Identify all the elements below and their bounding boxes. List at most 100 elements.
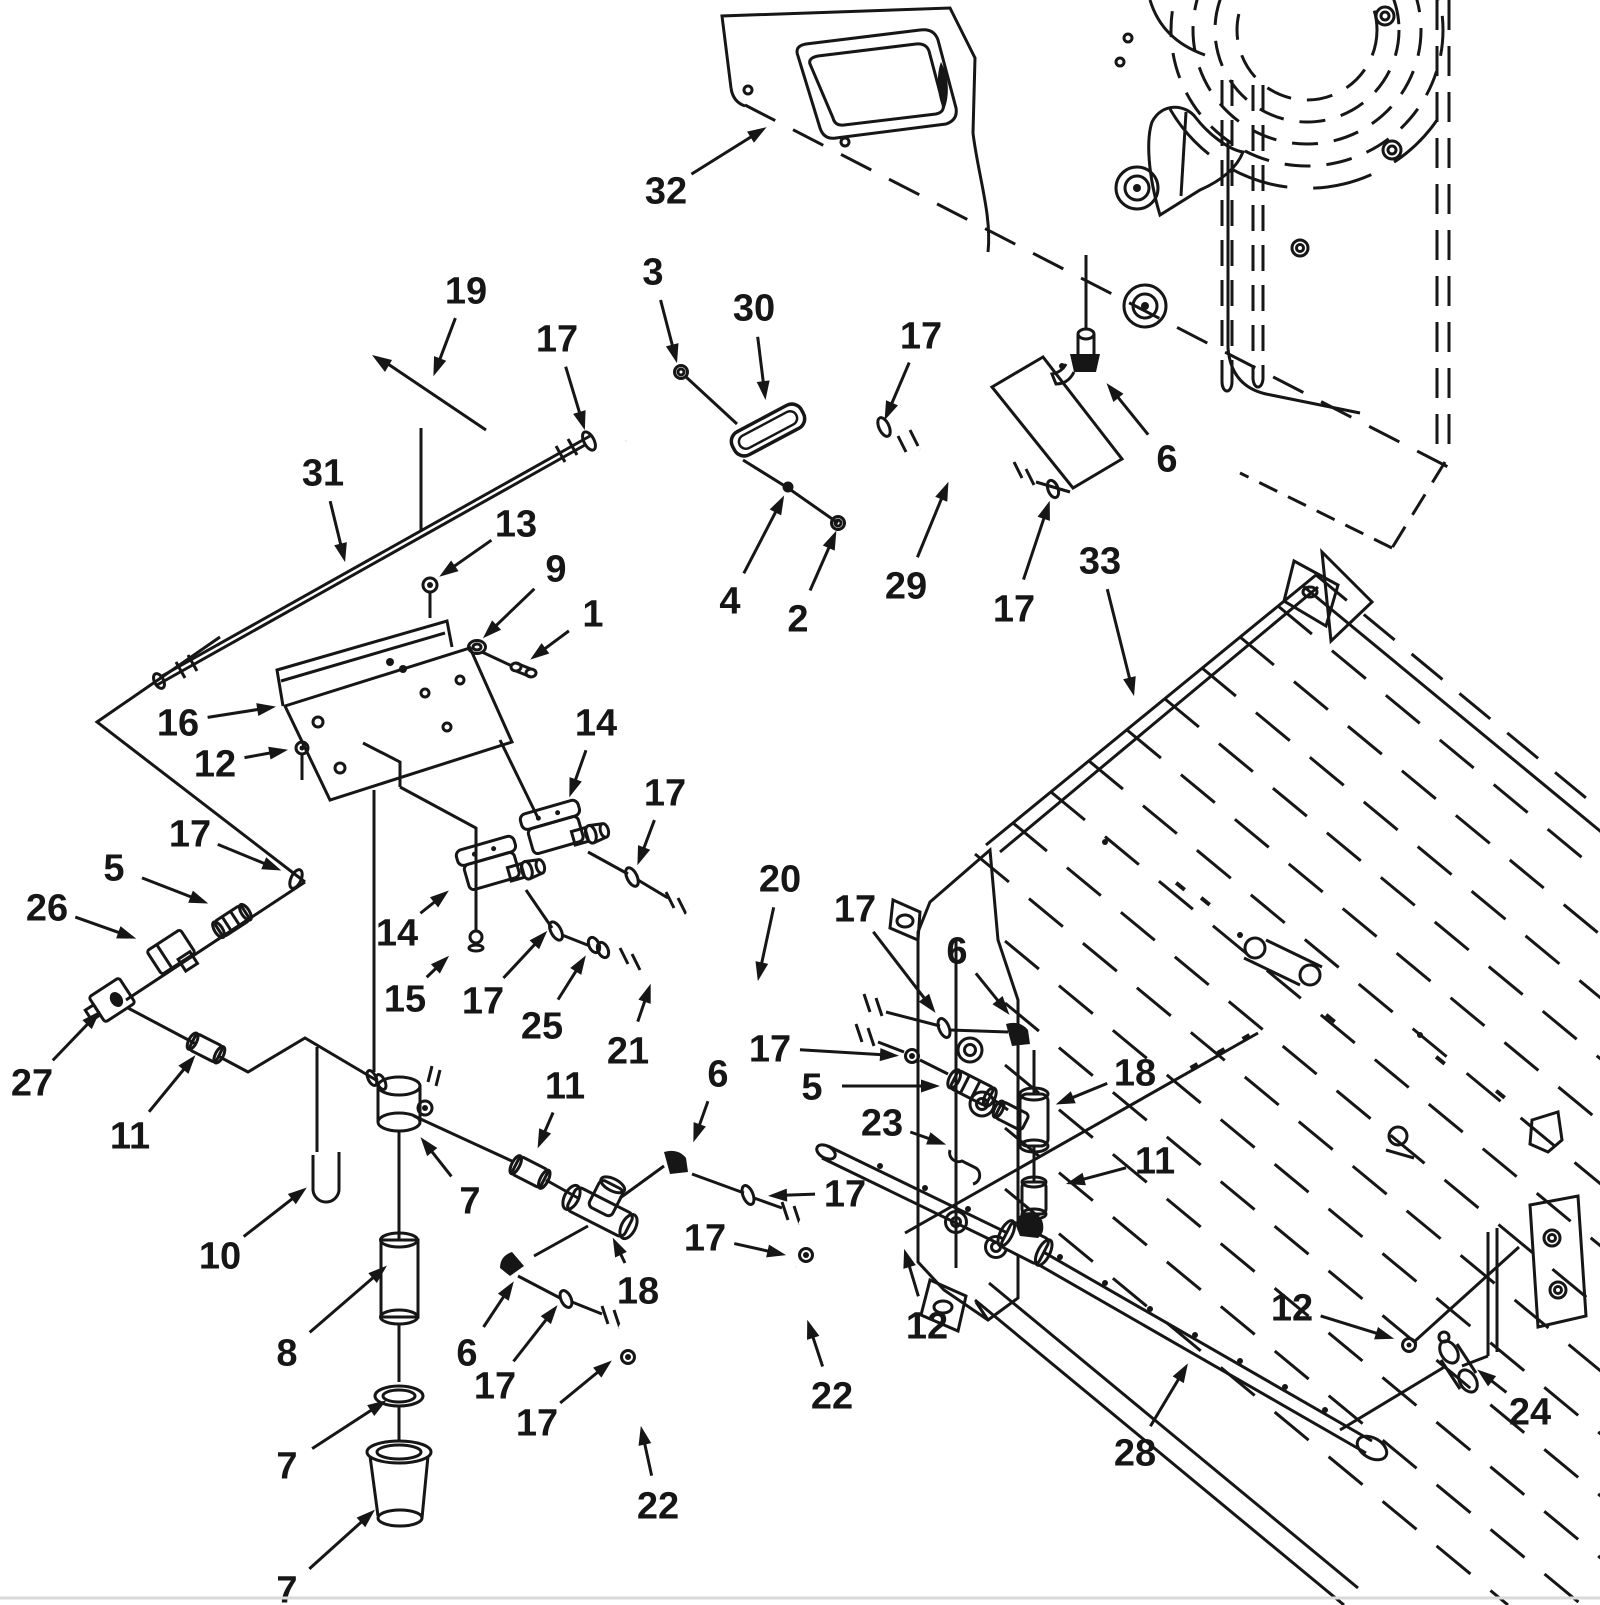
callout-22-45: 22 <box>811 1376 853 1418</box>
callout-27-31: 27 <box>11 1063 53 1105</box>
callout-3-2: 3 <box>642 252 663 294</box>
grommet <box>1122 283 1168 329</box>
callout-4-11: 4 <box>719 581 740 623</box>
callout-14-18: 14 <box>575 703 617 745</box>
callout-17-49: 17 <box>474 1366 516 1408</box>
callout-22-52: 22 <box>637 1486 679 1528</box>
leader-line <box>564 366 583 420</box>
leader-arrowhead <box>287 1187 307 1205</box>
leader-line <box>482 1290 509 1328</box>
callout-1-10: 1 <box>582 594 603 636</box>
valve-upper <box>518 798 611 856</box>
machine-frame <box>744 0 1451 550</box>
callout-20-24: 20 <box>759 859 801 901</box>
callout-17-14: 17 <box>993 589 1035 631</box>
callout-12-54: 12 <box>1271 1288 1313 1330</box>
callout-8-47: 8 <box>276 1333 297 1375</box>
leader-arrowhead <box>1374 1326 1395 1340</box>
leader-line <box>1066 1081 1108 1102</box>
leader-arrowhead <box>756 380 770 401</box>
callout-16-16: 16 <box>157 703 199 745</box>
access-panel <box>720 6 991 253</box>
leader-arrowhead <box>926 1132 947 1145</box>
leader-line <box>74 915 126 937</box>
leader-arrowhead <box>529 930 548 950</box>
callout-25-27: 25 <box>521 1006 563 1048</box>
hose-21-chain <box>524 889 1009 1186</box>
leader-line <box>311 1405 378 1450</box>
leader-arrowhead <box>188 890 209 904</box>
callout-32-0: 32 <box>645 171 687 213</box>
leader-arrowhead <box>903 1248 916 1269</box>
callout-28-55: 28 <box>1114 1433 1156 1475</box>
leader-line <box>1149 1372 1184 1428</box>
leader-line <box>207 706 265 719</box>
callout-13-8: 13 <box>495 504 537 546</box>
leader-arrowhead <box>497 1281 514 1301</box>
callout-6-41: 6 <box>707 1054 728 1096</box>
leader-line <box>308 1272 379 1334</box>
leader-arrowhead <box>1065 1172 1086 1186</box>
leader-line <box>887 362 911 410</box>
callout-11-40: 11 <box>545 1066 585 1108</box>
leader-line <box>799 1048 888 1057</box>
leader-arrowhead <box>570 955 586 975</box>
callout-18-36: 18 <box>1114 1053 1156 1095</box>
leader-arrowhead <box>116 926 137 939</box>
leader-arrowhead <box>368 1265 387 1283</box>
leader-arrowhead <box>593 1360 612 1378</box>
callout-17-19: 17 <box>644 773 686 815</box>
leader-arrowhead <box>637 845 651 866</box>
leader-arrowhead <box>420 1137 438 1157</box>
left-fuel-chain <box>83 868 377 1204</box>
leader-arrowhead <box>1172 1363 1188 1384</box>
leader-arrowhead <box>638 1425 652 1446</box>
leader-arrowhead <box>665 343 679 364</box>
leader-arrowhead <box>1477 1369 1497 1387</box>
leader-arrowhead <box>82 1010 101 1030</box>
leader-line <box>690 132 758 176</box>
callout-26-22: 26 <box>26 888 68 930</box>
callout-15-25: 15 <box>384 979 426 1021</box>
valve-lower <box>454 834 547 892</box>
callout-24-56: 24 <box>1509 1392 1551 1434</box>
leader-arrowhead <box>766 1244 787 1258</box>
callout-21-28: 21 <box>607 1031 649 1073</box>
leader-arrowhead <box>918 993 936 1013</box>
leader-line <box>448 538 493 572</box>
strainer-assembly <box>365 1065 515 1528</box>
leader-arrowhead <box>573 410 586 431</box>
leader-line <box>1105 588 1133 685</box>
cooler-assembly <box>888 547 1600 1605</box>
leader-arrowhead <box>767 1188 788 1202</box>
callout-12-17: 12 <box>194 744 236 786</box>
callout-11-32: 11 <box>110 1116 150 1158</box>
callout-6-48: 6 <box>456 1333 477 1375</box>
callout-17-26: 17 <box>462 981 504 1023</box>
leader-line <box>141 876 198 901</box>
leader-line <box>916 492 946 558</box>
leader-arrowhead <box>1037 500 1050 521</box>
leader-line <box>490 587 536 631</box>
callout-17-5: 17 <box>900 316 942 358</box>
leader-line <box>756 336 766 389</box>
callout-6-30: 6 <box>946 931 967 973</box>
leader-arrowhead <box>1106 383 1124 402</box>
callout-18-43: 18 <box>617 1271 659 1313</box>
leader-arrowhead <box>439 560 459 577</box>
fitting-6a <box>1049 327 1100 386</box>
leader-line <box>758 907 776 970</box>
hose-20-chain <box>587 850 1050 1228</box>
callout-17-20: 17 <box>169 814 211 856</box>
callout-17-33: 17 <box>749 1029 791 1071</box>
mounting-plate-16 <box>275 576 538 802</box>
leader-line <box>51 1018 94 1062</box>
leader-arrowhead <box>482 620 502 639</box>
leader-arrowhead <box>178 1055 196 1074</box>
platform-outline <box>94 635 540 1072</box>
leader-line <box>436 317 457 366</box>
callout-17-50: 17 <box>516 1403 558 1445</box>
callout-17-29: 17 <box>834 889 876 931</box>
